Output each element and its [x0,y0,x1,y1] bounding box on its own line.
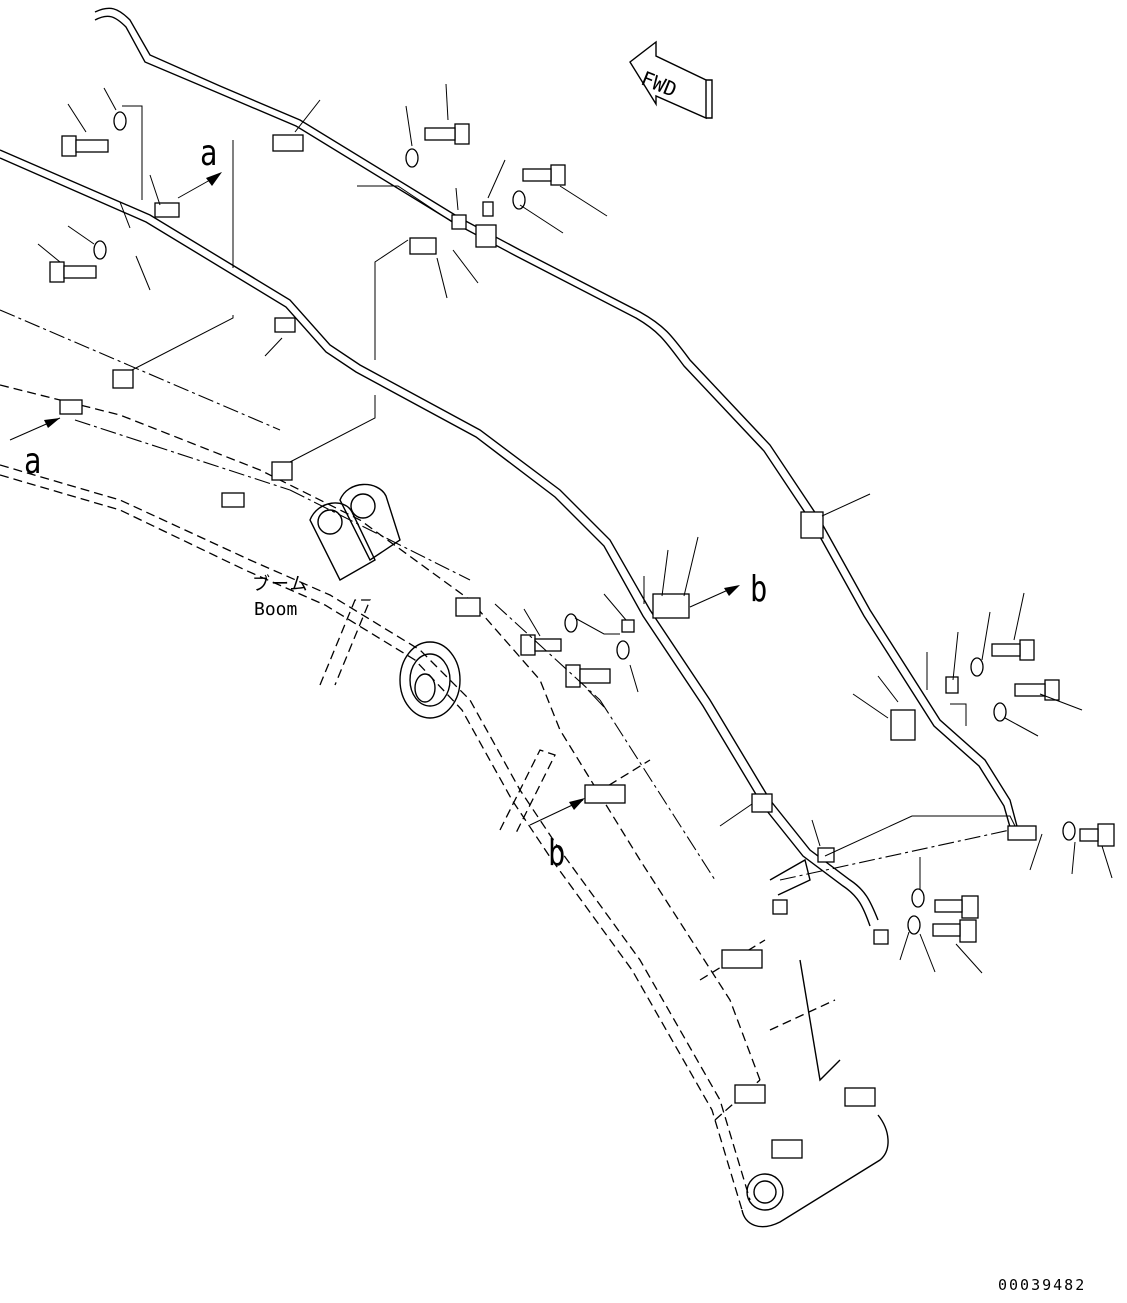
bolt-10 [934,895,979,919]
bolt-3 [424,123,470,145]
upper-hose [94,7,1019,835]
bolt-7 [991,639,1035,661]
chain-lines [0,309,1011,881]
lower-hose [0,149,879,927]
bolt-8 [1014,679,1060,701]
bolt-2 [49,261,97,283]
washers [93,111,1076,935]
callout-a-top: a [200,133,218,174]
boom-label-jp: ブーム [252,574,309,595]
callout-b-lower: b [548,833,566,874]
document-number: 00039482 [998,1276,1087,1294]
bolts [49,123,1115,943]
callout-b-right: b [750,569,768,610]
bolt-11 [932,919,977,943]
callout-a-left: a [24,441,42,482]
bolt-5 [520,634,562,656]
fwd-arrow-icon [629,40,713,120]
callout-arrows [9,172,740,826]
bolt-9 [1079,823,1115,847]
bolt-6 [565,664,611,688]
bolt-1 [61,135,109,157]
leader-lines [37,83,1113,974]
bolt-4 [522,164,566,186]
boom-label-en: Boom [254,599,298,620]
clamps [59,134,1037,1159]
boom-body [0,384,889,1228]
